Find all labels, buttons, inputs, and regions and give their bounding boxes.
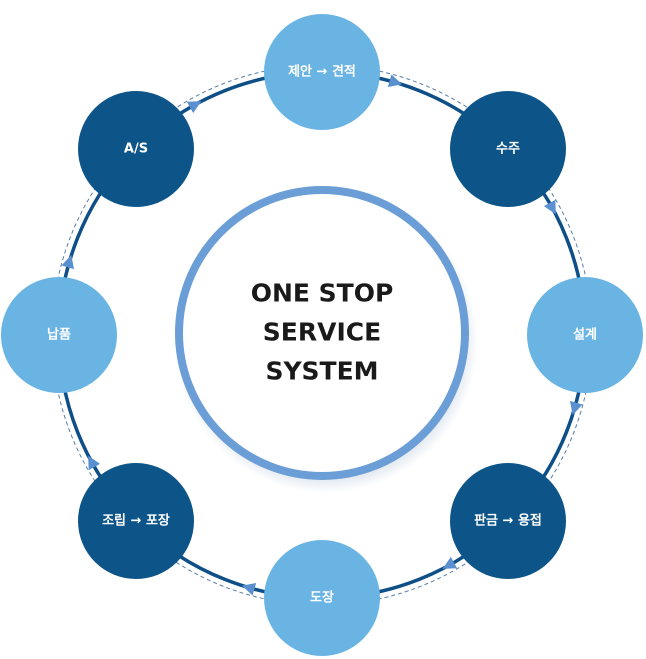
process-step-circle xyxy=(78,463,194,579)
process-step-label: 납품 xyxy=(47,328,71,343)
process-step-node: 도장 xyxy=(264,540,380,656)
process-step-circle xyxy=(78,91,194,207)
process-step-label: A/S xyxy=(124,142,148,157)
process-step-label: 도장 xyxy=(310,590,334,606)
process-step-circle xyxy=(450,463,566,579)
flow-arrow-icon xyxy=(88,455,101,471)
cycle-arrows xyxy=(61,74,583,596)
process-step-node: 수주 xyxy=(450,91,566,207)
flow-arrow-icon xyxy=(186,101,202,114)
process-step-label: 조립 → 포장 xyxy=(102,513,170,529)
flow-arrow-icon xyxy=(241,583,257,596)
flow-arrow-icon xyxy=(387,74,403,87)
flow-arrow-icon xyxy=(61,254,74,270)
center-title-line-3: SYSTEM xyxy=(265,357,378,386)
flow-arrow-icon xyxy=(442,556,458,569)
process-step-node: 설계 xyxy=(527,277,643,393)
flow-arrow-icon xyxy=(570,400,583,416)
process-step-node: 조립 → 포장 xyxy=(78,463,194,579)
process-step-node: 제안 → 견적 xyxy=(264,14,380,130)
process-step-circle xyxy=(264,14,380,130)
process-step-circle xyxy=(1,277,117,393)
process-step-label: 설계 xyxy=(573,328,597,343)
process-step-node: 판금 → 용접 xyxy=(450,463,566,579)
process-step-label: 판금 → 용접 xyxy=(474,513,542,529)
process-step-circle xyxy=(264,540,380,656)
process-step-label: 제안 → 견적 xyxy=(288,64,356,80)
process-step-circle xyxy=(450,91,566,207)
center-title-line-1: ONE STOP xyxy=(251,279,394,308)
process-step-node: A/S xyxy=(78,91,194,207)
center-circle xyxy=(175,186,469,480)
center-title-line-2: SERVICE xyxy=(263,318,381,347)
process-step-node: 납품 xyxy=(1,277,117,393)
process-step-circle xyxy=(527,277,643,393)
flow-arrow-icon xyxy=(543,199,556,215)
process-step-label: 수주 xyxy=(496,142,520,157)
